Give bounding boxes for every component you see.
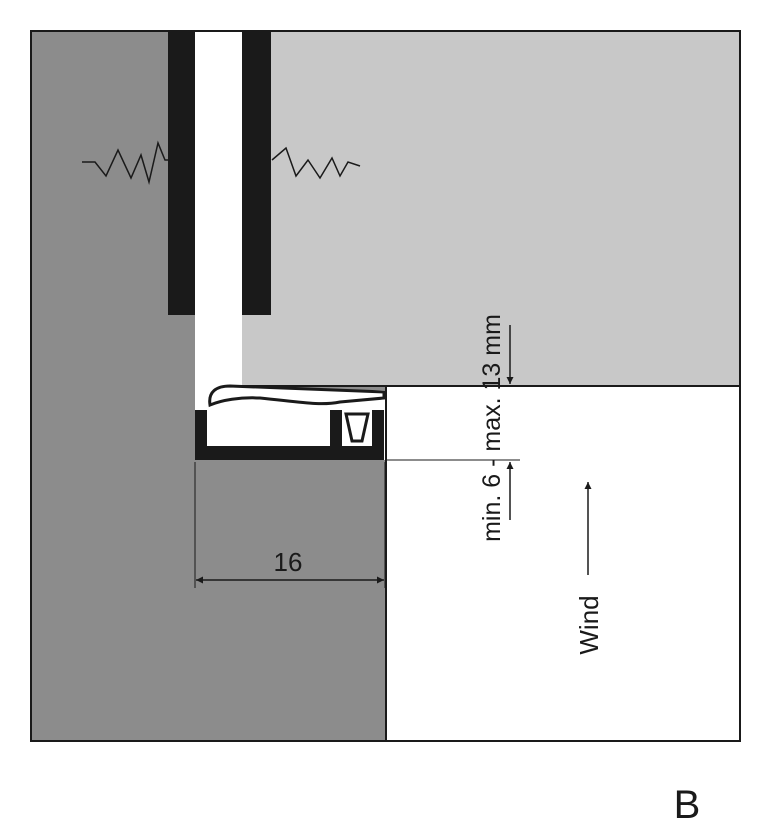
break-symbol-right <box>271 146 361 180</box>
width-dimension-label: 16 <box>274 547 303 577</box>
wind-label: Wind <box>574 595 604 654</box>
upper-left-wall-strip <box>31 31 171 386</box>
figure-letter: B <box>674 783 701 823</box>
threshold-profile <box>195 410 384 460</box>
flexible-seal-lip <box>208 384 386 408</box>
gap-dimension-label: min. 6 - max. 13 mm <box>478 314 506 542</box>
left-seal-strip <box>168 31 195 315</box>
door-channel <box>195 31 242 411</box>
right-seal-strip <box>242 31 271 315</box>
break-symbol-left <box>82 140 170 185</box>
sealing-lip-insert <box>344 412 370 443</box>
floor-opening <box>386 386 740 741</box>
upper-panel <box>240 31 740 386</box>
